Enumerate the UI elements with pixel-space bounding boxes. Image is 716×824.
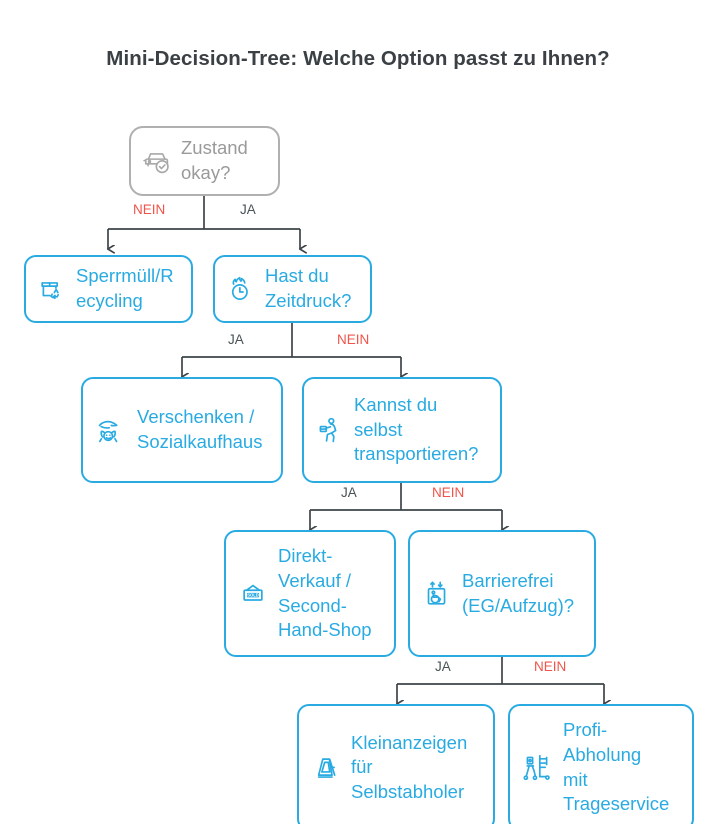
node-label: Direkt-Verkauf /Second-Hand-Shop	[278, 545, 372, 641]
elevator-access-icon	[421, 578, 453, 610]
svg-text:SOLD: SOLD	[247, 592, 258, 597]
edge-label-time-pressure-yes: JA	[228, 332, 244, 347]
box-recycle-icon	[37, 274, 67, 304]
edge-label-time-pressure-no: NEIN	[337, 332, 370, 347]
node-label: Zustand okay?	[181, 137, 248, 183]
car-check-icon	[142, 146, 172, 176]
sold-sign-icon: SOLD	[237, 578, 269, 610]
node-zustand-okay[interactable]: Zustand okay?	[129, 126, 280, 196]
node-label: Verschenken /Sozialkaufhaus	[137, 406, 263, 452]
person-carrying-icon	[315, 415, 345, 445]
edge-label-root-no: NEIN	[133, 202, 166, 217]
edge-label-accessible-no: NEIN	[534, 659, 567, 674]
edge-label-self-transport-yes: JA	[341, 485, 357, 500]
edge-label-accessible-yes: JA	[435, 659, 451, 674]
edge-label-self-transport-no: NEIN	[432, 485, 465, 500]
node-direkt-verkauf-second-hand[interactable]: SOLD Direkt-Verkauf /Second-Hand-Shop	[224, 530, 396, 657]
page-title: Mini-Decision-Tree: Welche Option passt …	[106, 47, 610, 70]
clock-fire-icon	[226, 274, 256, 304]
node-verschenken-sozialkaufhaus[interactable]: Verschenken /Sozialkaufhaus	[81, 377, 283, 483]
edge-label-root-yes: JA	[240, 202, 256, 217]
node-label: Barrierefrei(EG/Aufzug)?	[462, 569, 575, 616]
dolly-mover-icon	[521, 751, 554, 784]
a-frame-sign-icon	[310, 752, 342, 784]
hand-charity-icon	[94, 413, 128, 447]
node-barrierefrei-eg-aufzug[interactable]: Barrierefrei(EG/Aufzug)?	[408, 530, 596, 657]
